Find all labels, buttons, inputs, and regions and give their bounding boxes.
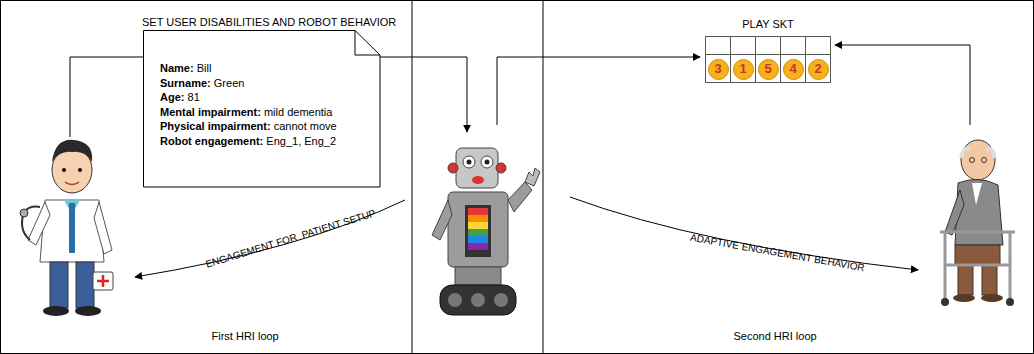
note-body: Name: BillSurname: GreenAge: 81Mental im…: [160, 61, 337, 148]
field-value: Eng_1, Eng_2: [266, 135, 336, 147]
note-line: Surname: Green: [160, 76, 337, 91]
separator: [412, 0, 413, 354]
curved-arrow: [570, 197, 918, 270]
curved-arrow: [135, 200, 405, 277]
token-number: 3: [714, 61, 721, 76]
field-value: mild dementia: [264, 106, 332, 118]
robot-figure: [432, 148, 540, 315]
field-label: Name:: [160, 62, 194, 74]
board-cell: [755, 36, 781, 55]
token-number: 4: [789, 61, 796, 76]
board-cell: [705, 36, 731, 55]
loop-caption: Second HRI loop: [734, 330, 817, 343]
number-token: 4: [783, 59, 804, 80]
field-label: Physical impairment:: [160, 120, 271, 132]
separator: [543, 0, 544, 354]
field-label: Mental impairment:: [160, 106, 261, 118]
field-value: Green: [214, 77, 245, 89]
elderly-figure: [940, 140, 1015, 306]
board-cell: [730, 36, 756, 55]
panel-heading: SET USER DISABILITIES AND ROBOT BEHAVIOR: [142, 16, 396, 29]
note-line: Age: 81: [160, 90, 337, 105]
field-value: 81: [188, 91, 200, 103]
wire: [497, 57, 700, 125]
doctor-figure: [20, 140, 113, 316]
game-board: PLAY SKT31542: [705, 36, 831, 83]
loop-caption: First HRI loop: [212, 330, 279, 343]
token-number: 5: [764, 61, 771, 76]
field-label: Surname:: [160, 77, 211, 89]
number-token: 2: [808, 59, 829, 80]
field-label: Robot engagement:: [160, 135, 263, 147]
note-line: Physical impairment: cannot move: [160, 119, 337, 134]
wire: [835, 45, 970, 125]
field-label: Age:: [160, 91, 184, 103]
note-box: Name: BillSurname: GreenAge: 81Mental im…: [143, 30, 381, 188]
board-cell: [805, 36, 831, 55]
token-number: 1: [739, 61, 746, 76]
arrow-label: ENGAGEMENT FOR PATIENT SETUP: [203, 206, 376, 270]
board-cell: [780, 36, 806, 55]
field-value: cannot move: [274, 120, 337, 132]
note-line: Name: Bill: [160, 61, 337, 76]
board-heading: PLAY SKT: [705, 18, 831, 30]
token-number: 2: [814, 61, 821, 76]
arrow-label: ADAPTIVE ENGAGEMENT BEHAVIOR: [689, 230, 865, 274]
note-line: Robot engagement: Eng_1, Eng_2: [160, 134, 337, 149]
field-value: Bill: [197, 62, 212, 74]
number-token: 1: [733, 59, 754, 80]
number-token: 3: [708, 59, 729, 80]
note-line: Mental impairment: mild dementia: [160, 105, 337, 120]
number-token: 5: [758, 59, 779, 80]
